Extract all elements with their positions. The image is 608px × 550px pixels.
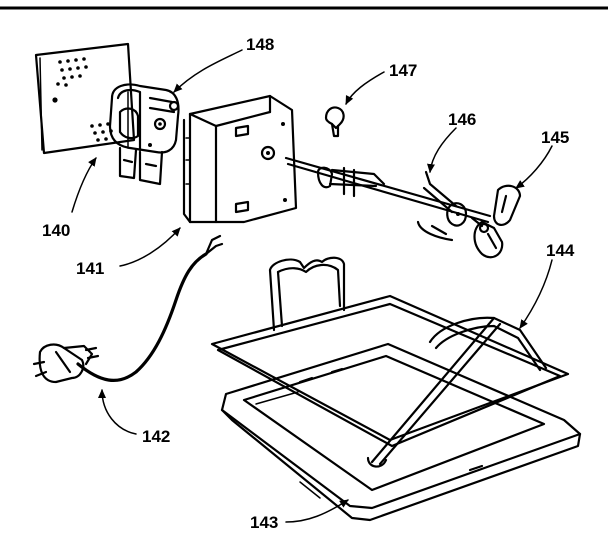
leader-148 <box>173 49 243 93</box>
part-146-spit-rod <box>284 156 492 242</box>
leader-lines <box>71 49 553 523</box>
callout-141: 141 <box>76 259 104 278</box>
part-144-rack <box>210 256 570 468</box>
leader-143 <box>285 499 349 523</box>
callout-144: 144 <box>546 241 575 260</box>
leader-147 <box>345 71 385 105</box>
leader-140 <box>71 157 97 213</box>
part-142-power-cord <box>32 234 224 384</box>
plate-vent-holes-lower <box>90 122 113 142</box>
part-145-handle <box>470 184 522 259</box>
part-147-knob <box>324 106 345 138</box>
callout-147: 147 <box>389 61 417 80</box>
leader-141 <box>119 227 181 267</box>
leader-145 <box>515 145 553 189</box>
part-143-drip-pan <box>220 342 582 522</box>
callout-145: 145 <box>541 128 569 147</box>
part-140-mounting-plate <box>34 42 136 155</box>
callout-142: 142 <box>142 427 170 446</box>
callout-140: 140 <box>42 221 70 240</box>
leader-142 <box>98 389 137 435</box>
leader-144 <box>519 259 553 329</box>
part-141-housing <box>182 94 298 224</box>
plate-vent-holes-upper <box>52 57 88 103</box>
callout-148: 148 <box>246 35 274 54</box>
part-148-motor <box>108 83 180 186</box>
leader-146 <box>427 127 457 173</box>
callout-146: 146 <box>448 110 476 129</box>
callout-143: 143 <box>250 513 278 532</box>
